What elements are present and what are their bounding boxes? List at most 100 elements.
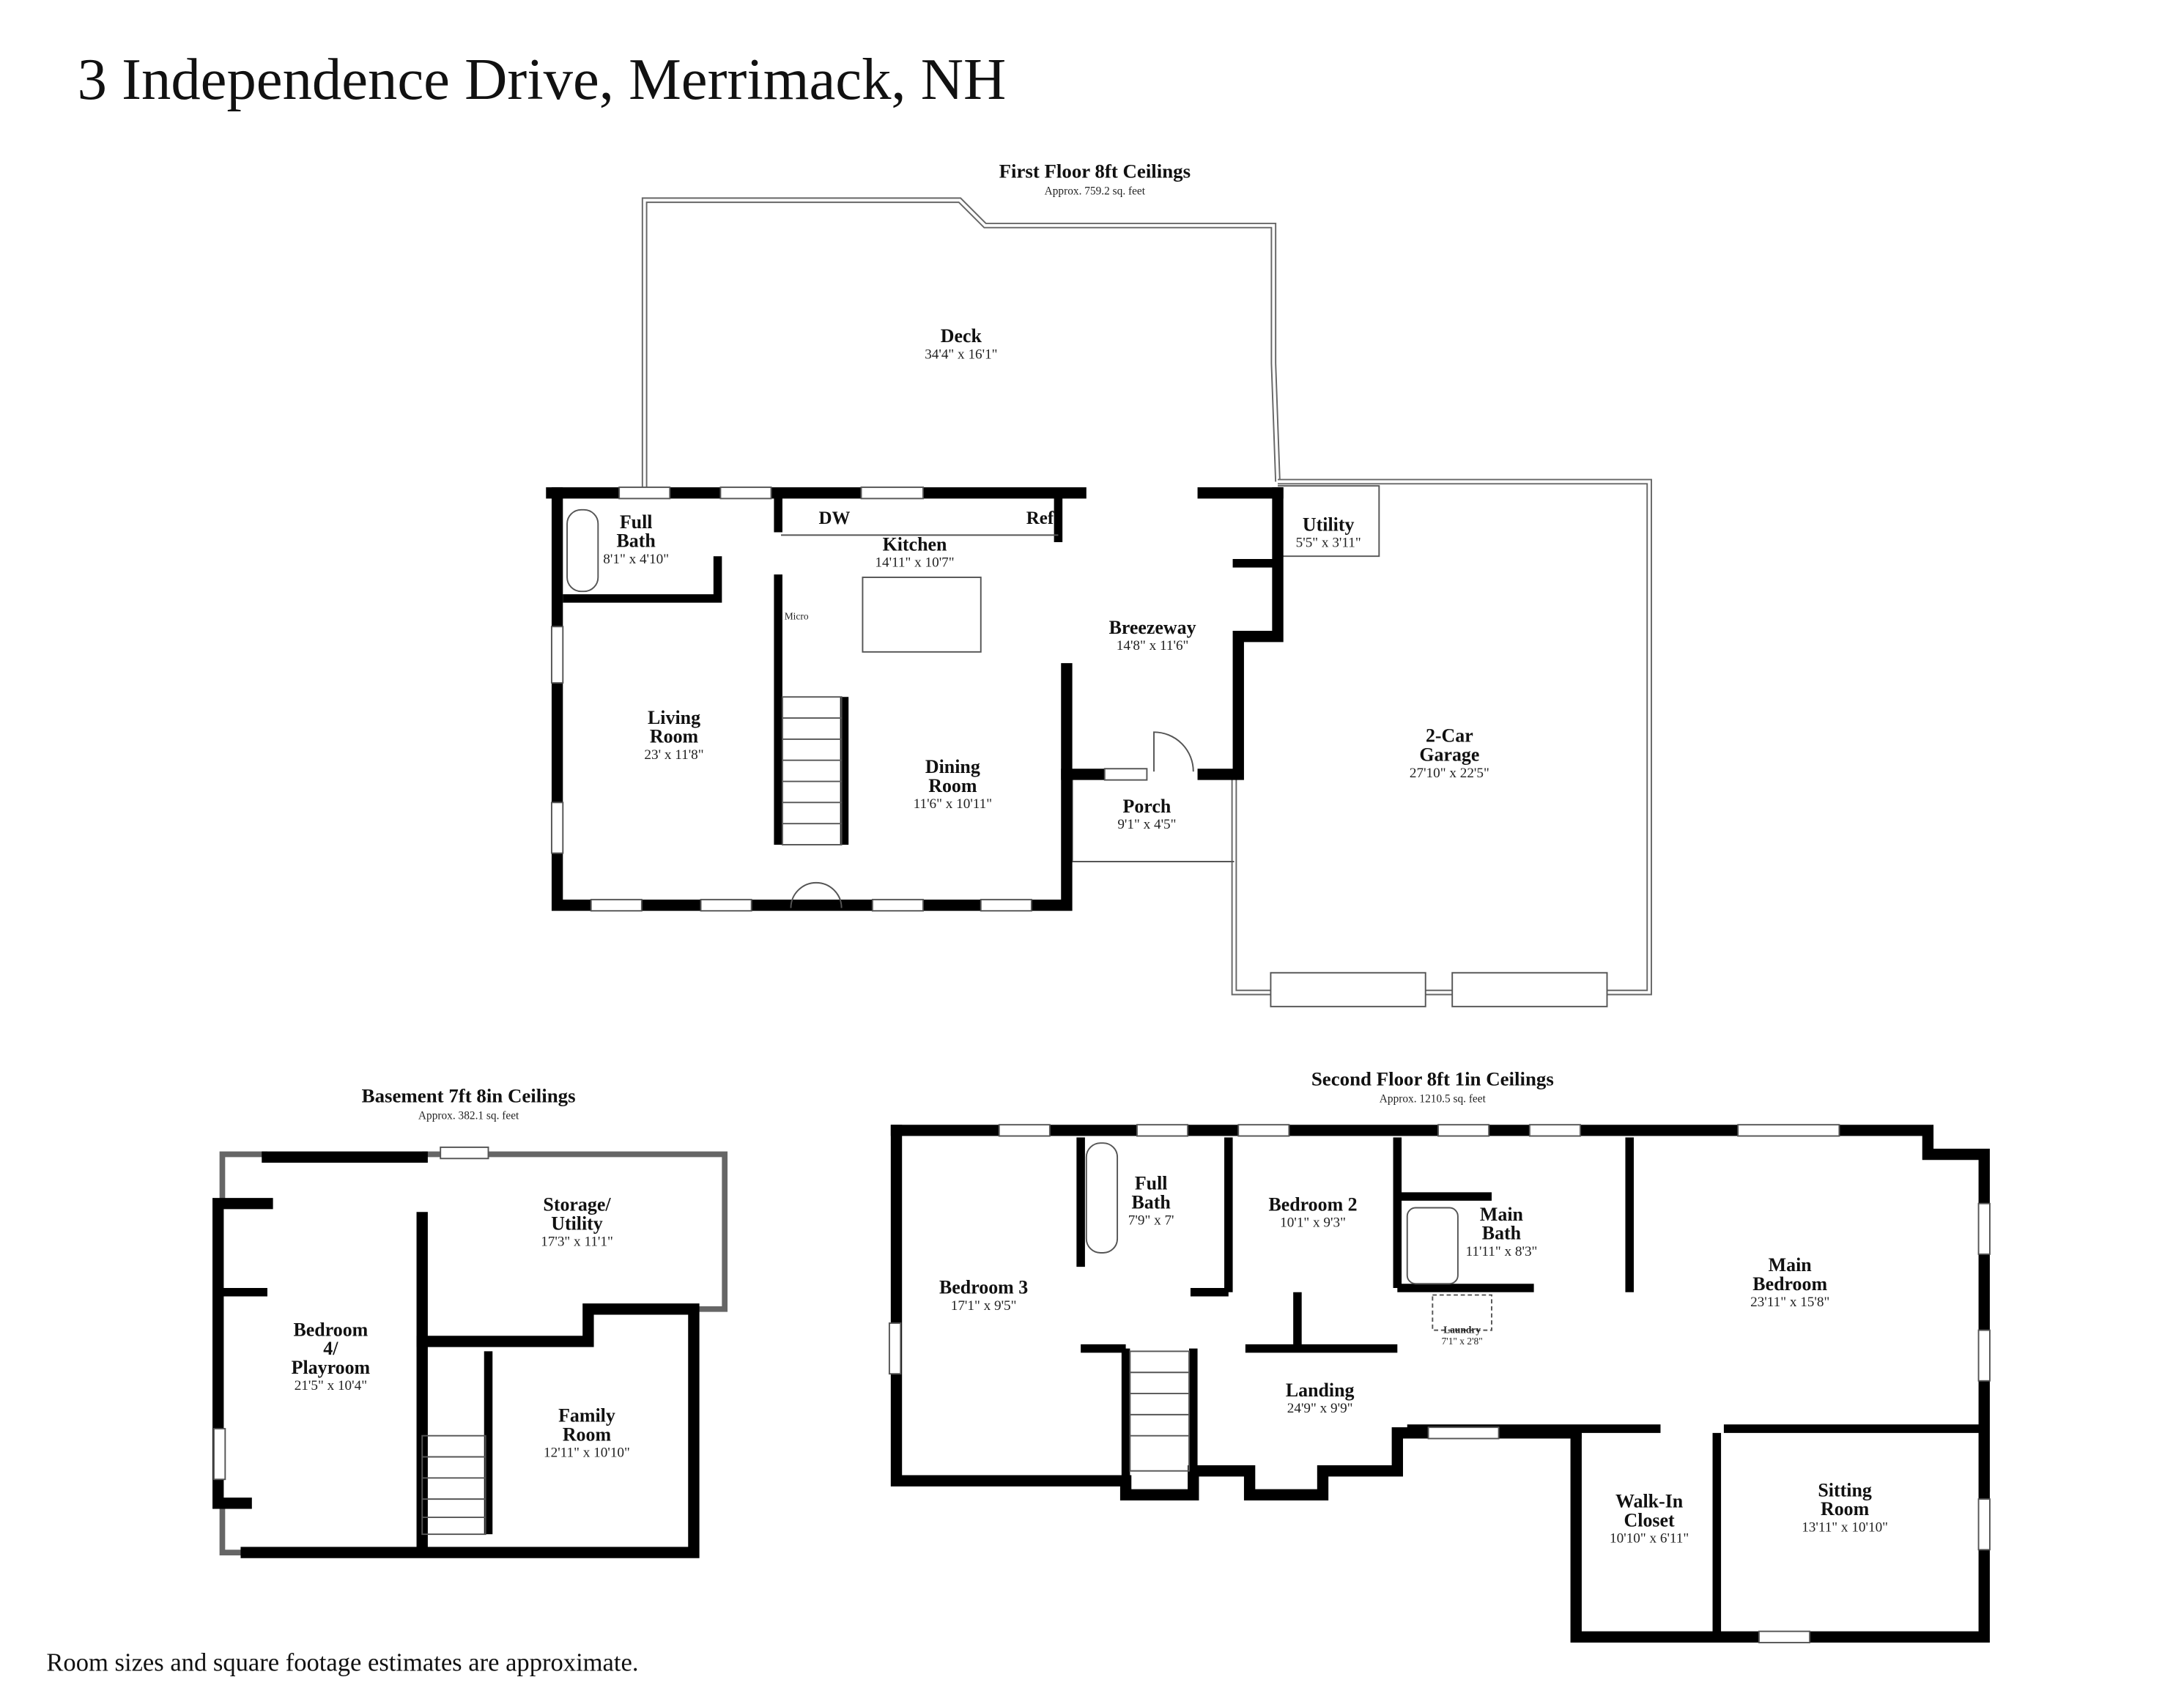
room-name: Porch [1123, 796, 1171, 817]
garage-door-right [1451, 971, 1608, 1007]
window [1977, 1498, 1991, 1551]
room-name: Main [1769, 1254, 1813, 1276]
room-name: Bedroom [293, 1319, 368, 1340]
room-name: Family [558, 1404, 615, 1426]
disclaimer: Room sizes and square footage estimates … [46, 1648, 638, 1676]
first-floor: First Floor 8ft Ceilings Approx. 759.2 s… [546, 160, 1652, 1007]
room-name: Garage [1419, 744, 1479, 766]
window [871, 898, 924, 912]
window [618, 486, 671, 500]
laundry-label: Laundry [1443, 1324, 1481, 1335]
window [1237, 1124, 1290, 1137]
second-floor-title: Second Floor 8ft 1in Ceilings [1311, 1067, 1554, 1089]
laundry-dims: 7'1" x 2'8" [1442, 1336, 1483, 1347]
room-name: Breezeway [1109, 617, 1196, 638]
room-dimensions: 13'11" x 10'10" [1802, 1519, 1888, 1535]
room-dimensions: 10'1" x 9'3" [1280, 1215, 1346, 1230]
bathtub-icon [566, 508, 599, 593]
room-dimensions: 23'11" x 15'8" [1750, 1295, 1829, 1310]
room-name: Deck [941, 325, 982, 347]
basement-title: Basement 7ft 8in Ceilings [362, 1084, 576, 1106]
room-name: Storage/ [543, 1193, 611, 1215]
window [1437, 1124, 1490, 1137]
room-dimensions: 8'1" x 4'10" [603, 552, 669, 567]
second-floor-area: Approx. 1210.5 sq. feet [1380, 1092, 1487, 1105]
page-title: 3 Independence Drive, Merrimack, NH [78, 47, 1007, 112]
window [888, 1322, 902, 1375]
room-dimensions: 34'4" x 16'1" [925, 347, 997, 362]
window [440, 1146, 489, 1160]
stairs-icon [781, 696, 843, 845]
deck-outline [641, 197, 1281, 493]
window [998, 1124, 1051, 1137]
first-floor-area: Approx. 759.2 sq. feet [1045, 185, 1146, 198]
window [980, 898, 1032, 912]
room-dimensions: 12'11" x 10'10" [544, 1445, 630, 1460]
second-floor: Second Floor 8ft 1in Ceilings Approx. 12… [888, 1067, 1991, 1643]
room-name: Bath [617, 530, 656, 552]
room-name: Closet [1624, 1510, 1675, 1531]
washer-dryer-icon [1432, 1294, 1492, 1331]
room-name: Bedroom [1752, 1273, 1827, 1295]
room-name: Full [1135, 1173, 1168, 1194]
window [550, 802, 564, 854]
room-name: Bedroom 3 [939, 1277, 1028, 1298]
room-dimensions: 17'3" x 11'1" [541, 1234, 613, 1249]
room-dimensions: 14'8" x 11'6" [1117, 638, 1189, 654]
room-name: Bath [1132, 1191, 1171, 1213]
stairs-icon [1129, 1350, 1190, 1472]
room-name: Bath [1482, 1223, 1522, 1244]
room-name: Landing [1286, 1380, 1355, 1401]
kitchen-island [862, 577, 982, 653]
room-dimensions: 17'1" x 9'5" [951, 1298, 1017, 1314]
room-name: 2-Car [1426, 725, 1473, 747]
room-dimensions: 27'10" x 22'5" [1410, 766, 1489, 781]
window [719, 486, 772, 500]
basement-walls [212, 1151, 700, 1558]
first-floor-title: First Floor 8ft Ceilings [999, 160, 1191, 182]
room-dimensions: 11'6" x 10'11" [914, 796, 992, 812]
room-label: Bedroom 210'1" x 9'3" [1268, 1193, 1357, 1230]
porch-door [1153, 731, 1194, 772]
room-dimensions: 7'9" x 7' [1128, 1213, 1174, 1229]
window [1136, 1124, 1189, 1137]
room-dimensions: 14'11" x 10'7" [875, 555, 954, 571]
stairs-icon [421, 1435, 486, 1536]
room-label: Bedroom 317'1" x 9'5" [939, 1277, 1028, 1314]
window [1737, 1124, 1840, 1137]
room-dimensions: 11'11" x 8'3" [1465, 1244, 1537, 1259]
window [1977, 1202, 1991, 1255]
room-dimensions: 24'9" x 9'9" [1287, 1401, 1353, 1416]
room-name: Bedroom 2 [1268, 1193, 1357, 1215]
room-name: Walk-In [1615, 1491, 1684, 1512]
window [1528, 1124, 1581, 1137]
room-name: Room [650, 726, 699, 747]
room-name: Sitting [1818, 1479, 1872, 1500]
microwave-label: Micro [785, 611, 809, 622]
room-name: Room [928, 775, 977, 796]
refrigerator-label: Ref [1026, 508, 1054, 528]
bathtub-icon [1085, 1142, 1119, 1254]
window [1103, 768, 1148, 781]
basement-area: Approx. 382.1 sq. feet [418, 1110, 519, 1122]
room-dimensions: 5'5" x 3'11" [1296, 536, 1361, 551]
room-name: Dining [925, 756, 980, 777]
room-name: Room [1821, 1498, 1870, 1519]
window [212, 1428, 226, 1481]
garage-door-left [1270, 971, 1426, 1007]
window [590, 898, 643, 912]
basement: Basement 7ft 8in Ceilings Approx. 382.1 … [212, 1084, 728, 1558]
